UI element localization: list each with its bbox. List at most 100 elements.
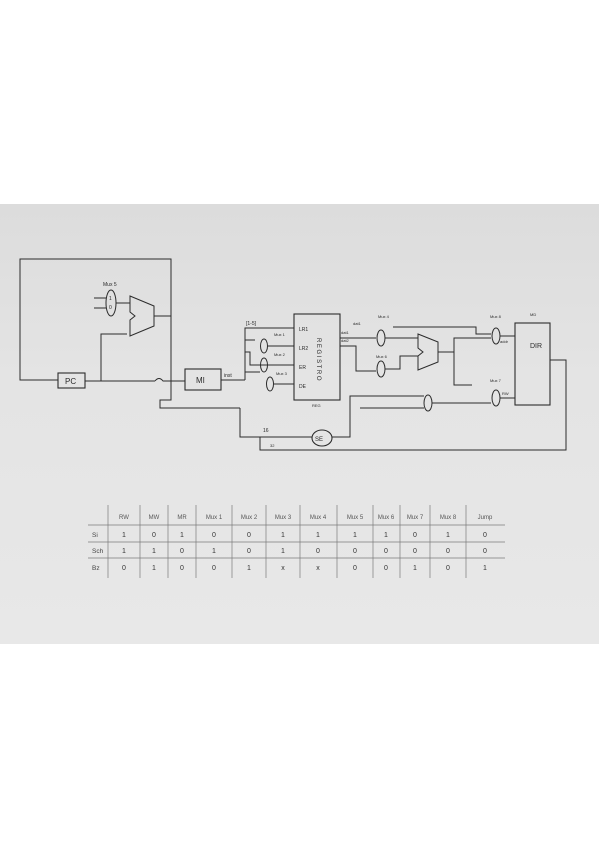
table-cell: x	[316, 565, 320, 572]
table-header-row: RW MW MR Mux 1 Mux 2 Mux 3 Mux 4 Mux 5 Mux 6 Mux …	[119, 515, 493, 521]
wire-to-reg	[268, 327, 294, 385]
mux6	[376, 360, 386, 378]
rw-label: RW	[502, 391, 509, 396]
dir-label: DIR	[530, 343, 542, 350]
inst-label: inst	[224, 373, 232, 379]
table-cell: 1	[316, 532, 320, 539]
table-header-2: MR	[177, 515, 187, 521]
table-cell: 1	[247, 565, 251, 572]
mux8	[491, 327, 501, 345]
table-header-3: Mux 1	[206, 515, 223, 521]
table-header-9: Mux 7	[407, 515, 424, 521]
mi-label: MI	[196, 376, 205, 385]
table-header-1: MW	[149, 515, 160, 521]
table-cell: 1	[483, 565, 487, 572]
svg-text:16: 16	[263, 428, 269, 434]
table-cell: 0	[483, 532, 487, 539]
reg-port-1: LR2	[299, 346, 308, 352]
wire-mux5-in	[94, 297, 106, 309]
table-row-label: Si	[92, 532, 98, 539]
table-cell: 1	[281, 532, 285, 539]
pc-label: PC	[65, 377, 76, 386]
se-block	[311, 429, 333, 447]
mux8-label: Mux 8	[490, 314, 502, 319]
svg-text:[1-5]: [1-5]	[246, 321, 257, 327]
table-cell: 1	[180, 532, 184, 539]
wire-lower	[360, 395, 491, 409]
table-cell: 0	[384, 548, 388, 555]
wire-alu-out	[438, 337, 491, 353]
table-row-label: Bz	[92, 565, 100, 572]
table-cell: 0	[446, 548, 450, 555]
table-header-6: Mux 4	[310, 515, 327, 521]
table-cell: 0	[212, 565, 216, 572]
mux7-label: Mux 7	[490, 378, 502, 383]
mux2-label: Mux 2	[274, 352, 286, 357]
svg-text:addr: addr	[500, 339, 509, 344]
table-cell: 0	[212, 532, 216, 539]
mux4	[376, 329, 386, 347]
table-cell: 0	[483, 548, 487, 555]
table-cell: 0	[152, 532, 156, 539]
mux-lower	[423, 394, 433, 412]
dat1-label: dat1	[341, 330, 350, 335]
wire-top-loop	[19, 258, 172, 381]
table-header-11: Jump	[478, 515, 493, 521]
wire-to-dir	[500, 335, 515, 399]
table-cell: 0	[247, 532, 251, 539]
table-header-5: Mux 3	[275, 515, 292, 521]
table-cell: 0	[353, 565, 357, 572]
mux2	[260, 357, 268, 373]
dir-block	[514, 322, 551, 406]
table-cell: 0	[384, 565, 388, 572]
svg-text:1: 1	[109, 296, 112, 302]
wire-adder-out	[154, 315, 172, 322]
table-cell: 0	[413, 548, 417, 555]
mux1	[260, 338, 268, 354]
table-header-4: Mux 2	[241, 515, 258, 521]
wire-alu-branch	[453, 352, 472, 386]
table-cell: 0	[122, 565, 126, 572]
table-cell: 1	[281, 548, 285, 555]
table-cell: 1	[413, 565, 417, 572]
wire-pc-up	[100, 333, 127, 381]
table-cell: 1	[152, 548, 156, 555]
wire-inst-branches	[245, 339, 268, 373]
reg-bottom-label: REG	[312, 403, 321, 408]
table-cell: 0	[180, 565, 184, 572]
mux1-label: Mux 1	[274, 332, 286, 337]
pc-adder	[129, 295, 155, 337]
mux3-label: Mux 3	[276, 371, 288, 376]
wire-se	[239, 395, 360, 438]
table-cell: x	[281, 565, 285, 572]
mux7	[491, 389, 501, 407]
svg-text:dat1: dat1	[353, 321, 362, 326]
registro-block	[293, 313, 341, 401]
table-cell: 1	[212, 548, 216, 555]
se-label: SE	[315, 437, 323, 443]
wire-dat2	[340, 345, 376, 372]
mux5	[105, 289, 117, 317]
table-cell: 0	[446, 565, 450, 572]
wire-hop-1	[154, 378, 185, 382]
table-cell: 1	[152, 565, 156, 572]
svg-text:0: 0	[109, 305, 112, 311]
table-header-7: Mux 5	[347, 515, 364, 521]
svg-text:32: 32	[270, 443, 275, 448]
table-cell: 1	[446, 532, 450, 539]
paper-sheet	[0, 204, 599, 644]
table-cell: 1	[122, 548, 126, 555]
table-cell: 0	[180, 548, 184, 555]
table-header-10: Mux 8	[440, 515, 457, 521]
table-cell: 1	[384, 532, 388, 539]
wire-branch	[159, 322, 240, 409]
mux6-label: Mux 6	[376, 354, 388, 359]
wire-to-alu	[385, 337, 418, 370]
table-header-8: Mux 6	[378, 515, 395, 521]
reg-port-0: LR1	[299, 327, 308, 333]
table-cell: 1	[353, 532, 357, 539]
table-header-0: RW	[119, 515, 129, 521]
mux3	[266, 376, 274, 392]
